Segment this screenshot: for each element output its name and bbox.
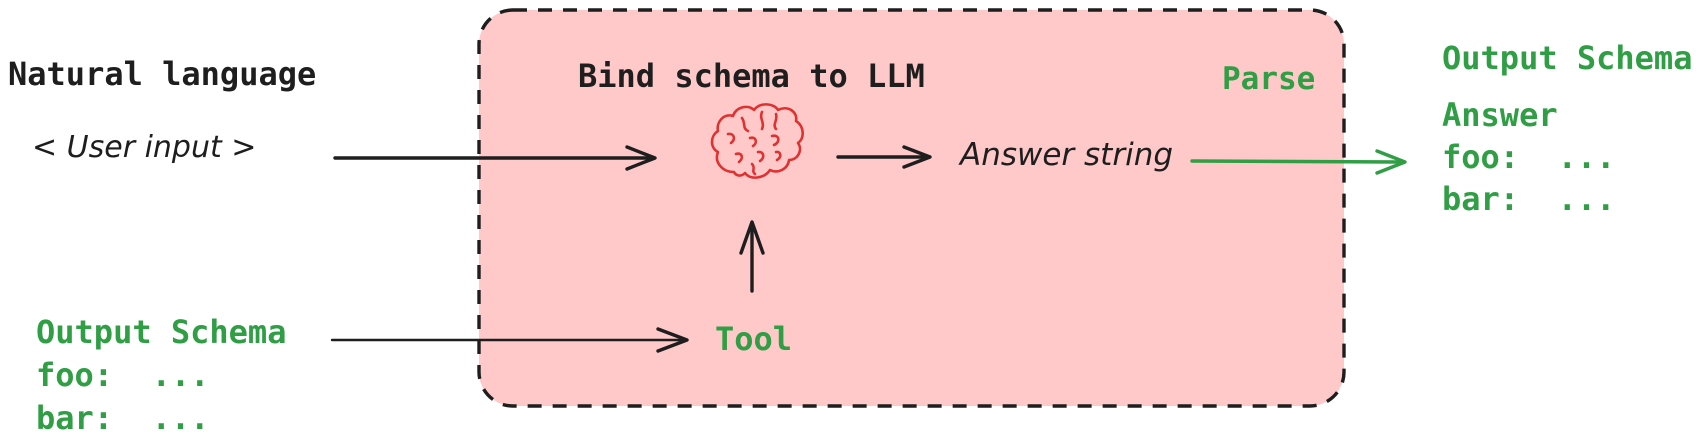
input-schema-bar-line: bar: ... [36, 399, 210, 437]
parse-label: Parse [1222, 61, 1316, 97]
llm-box [477, 8, 1346, 408]
natural-language-label: Natural language [8, 55, 317, 93]
output-schema-title: Output Schema [1442, 39, 1693, 77]
llm-box-title: Bind schema to LLM [578, 57, 925, 95]
tool-label: Tool [715, 320, 793, 358]
input-schema-foo-line: foo: ... [36, 356, 210, 394]
brain-icon [706, 100, 806, 188]
input-output-schema-title: Output Schema [36, 313, 287, 351]
llm-box-outline [477, 8, 1346, 408]
user-input-label: < User input > [32, 130, 257, 165]
answer-string-label: Answer string [960, 137, 1174, 173]
output-schema-answer-label: Answer [1442, 96, 1558, 134]
output-schema-bar-line: bar: ... [1442, 180, 1616, 218]
output-schema-foo-line: foo: ... [1442, 138, 1616, 176]
